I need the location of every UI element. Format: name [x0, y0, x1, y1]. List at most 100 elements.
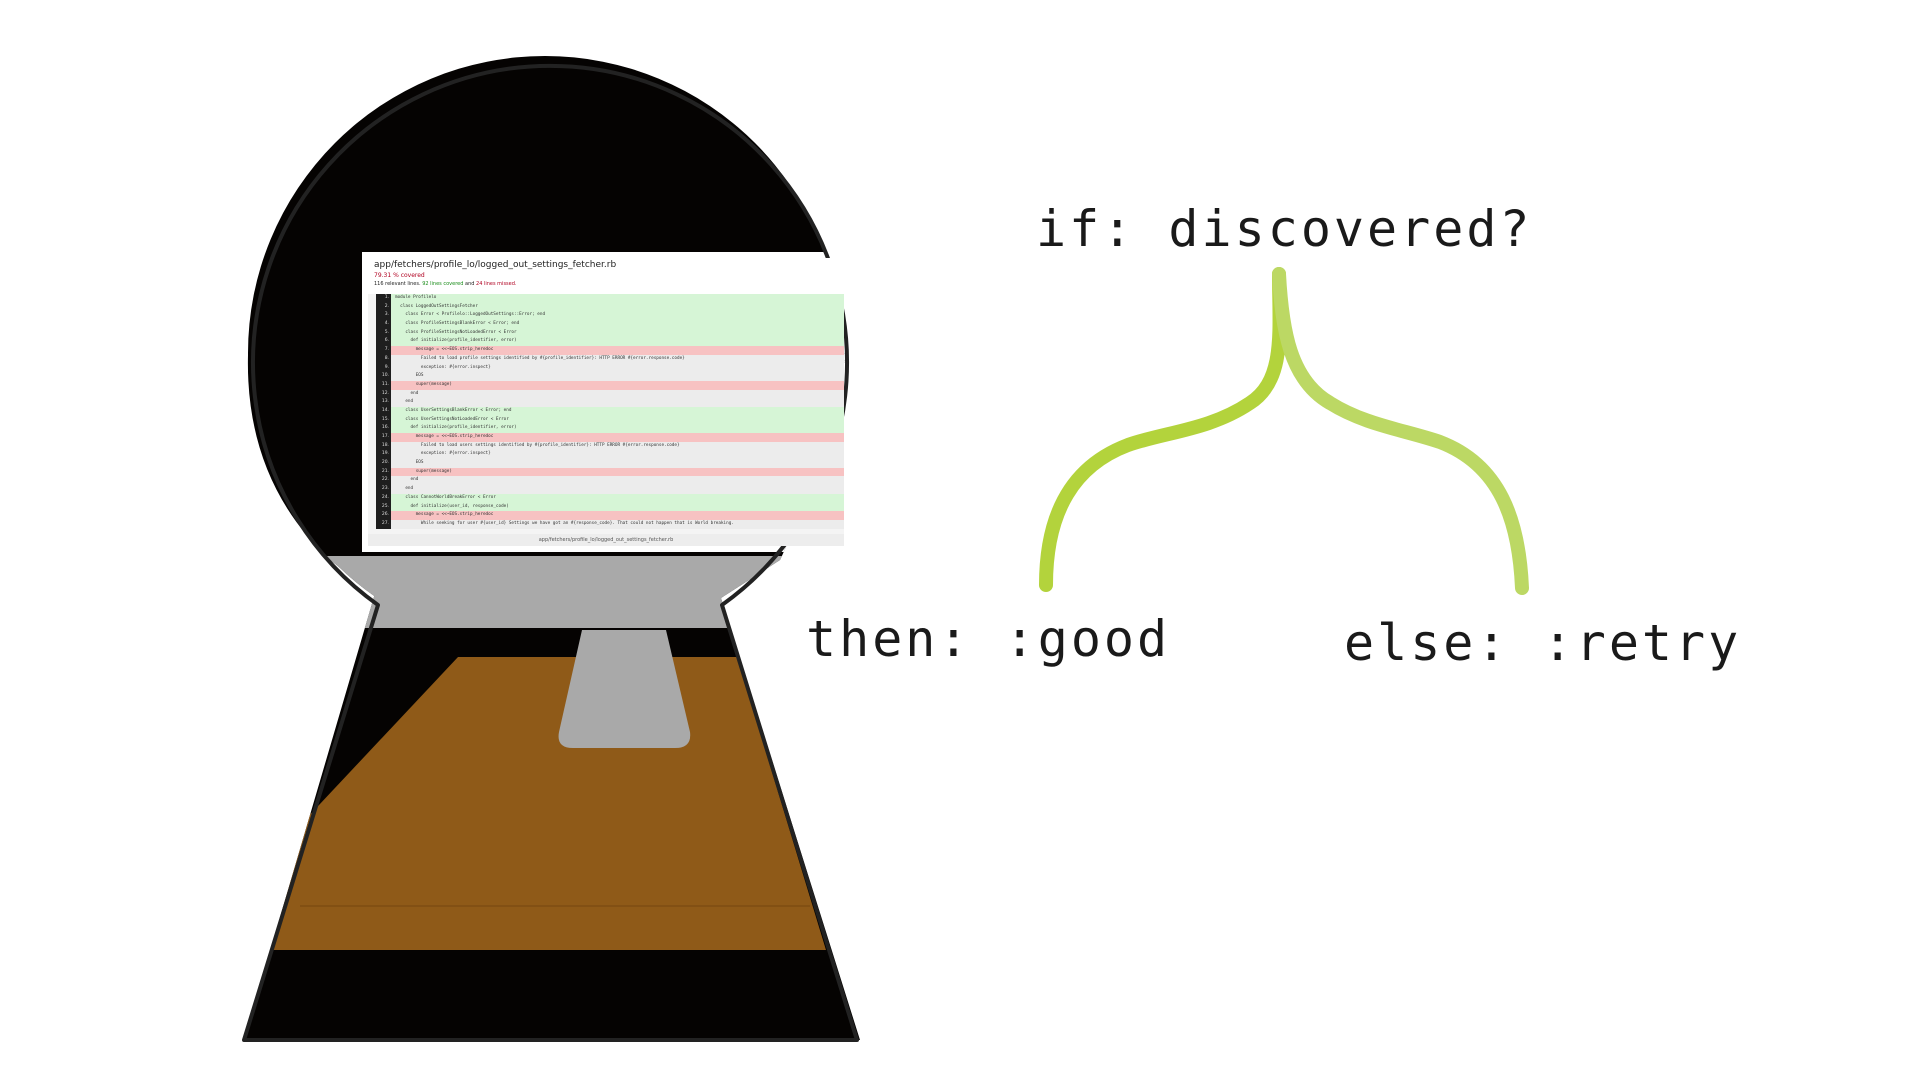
summary-covered: 92 lines covered — [422, 281, 464, 287]
line-number: 26. — [376, 511, 391, 520]
line-source: While seeking for user #{user_id} Settin… — [395, 520, 734, 526]
code-line: 12. end — [376, 389, 844, 399]
code-line: 16. def initialize(profile_identifier, e… — [376, 424, 844, 433]
report-file-path: app/fetchers/profile_lo/logged_out_setti… — [374, 260, 617, 270]
line-number: 24. — [376, 493, 391, 503]
code-line: 2. class LoggedOutSettingsFetcher — [376, 302, 844, 312]
line-number: 4. — [376, 320, 391, 329]
line-number: 27. — [376, 519, 391, 529]
report-footer: app/fetchers/profile_lo/logged_out_setti… — [368, 534, 844, 546]
line-number: 5. — [376, 328, 391, 338]
code-line: 5. class ProfileSettingsNotLoadedError <… — [376, 328, 844, 338]
code-line: 10. EOS — [376, 372, 844, 381]
summary-missed: 24 lines missed. — [476, 281, 517, 287]
code-line: 21. super(message) — [376, 467, 844, 477]
line-number: 13. — [376, 398, 391, 407]
line-source: message = <<~EOS.strip_heredoc — [395, 512, 494, 518]
line-source: class CannotWorldBreakError < Error — [395, 494, 496, 500]
line-number: 3. — [376, 311, 391, 321]
line-number: 9. — [376, 363, 391, 373]
report-summary: 116 relevant lines. 92 lines covered and… — [374, 280, 838, 289]
line-source: end — [395, 390, 419, 396]
report-header: app/fetchers/profile_lo/logged_out_setti… — [368, 258, 844, 294]
line-source: message = <<~EOS.strip_heredoc — [395, 347, 494, 353]
then-branch — [1039, 267, 1287, 592]
line-source: class Error < Profilelo::LoggedOutSettin… — [395, 312, 546, 318]
code-line: 23. end — [376, 485, 844, 494]
then-label: then: :good — [806, 610, 1171, 668]
code-line: 6. def initialize(profile_identifier, er… — [376, 337, 844, 347]
coverage-report: app/fetchers/profile_lo/logged_out_setti… — [368, 258, 844, 546]
code-line: 3. class Error < Profilelo::LoggedOutSet… — [376, 311, 844, 321]
line-number: 16. — [376, 424, 391, 433]
line-source: Failed to load users settings identified… — [395, 442, 680, 448]
line-source: module Profilelo — [395, 295, 437, 300]
code-line: 14. class UserSettingsBlankError < Error… — [376, 406, 844, 416]
code-line: 4. class ProfileSettingsBlankError < Err… — [376, 320, 844, 329]
line-source: def initialize(user_id, response_code) — [395, 503, 509, 509]
code-line: 20. EOS — [376, 459, 844, 468]
line-source: class UserSettingsNotLoadedError < Error — [395, 416, 509, 422]
line-source: class UserSettingsBlankError < Error; en… — [395, 407, 512, 413]
code-listing: 1. module Profilelo 2. class LoggedOutSett… — [376, 294, 844, 529]
monitor-chin — [300, 556, 800, 628]
code-line: 25. def initialize(user_id, response_cod… — [376, 502, 844, 512]
code-line: 27. While seeking for user #{user_id} Se… — [376, 519, 844, 529]
line-number: 6. — [376, 337, 391, 347]
line-number: 18. — [376, 441, 391, 451]
code-line: 15. class UserSettingsNotLoadedError < E… — [376, 415, 844, 425]
line-number: 14. — [376, 406, 391, 416]
line-number: 20. — [376, 459, 391, 468]
line-source: def initialize(profile_identifier, error… — [395, 425, 517, 431]
code-line: 13. end — [376, 398, 844, 407]
line-source: Failed to load profile settings identifi… — [395, 355, 685, 361]
line-number: 23. — [376, 485, 391, 494]
line-number: 11. — [376, 380, 391, 390]
code-line: 26. message = <<~EOS.strip_heredoc — [376, 511, 844, 520]
branch-brace — [1039, 267, 1529, 595]
line-number: 2. — [376, 302, 391, 312]
line-source: super(message) — [395, 468, 452, 474]
report-coverage-percent: 79.31 % covered — [374, 272, 425, 279]
code-line: 7. message = <<~EOS.strip_heredoc — [376, 346, 844, 355]
code-line: 11. super(message) — [376, 380, 844, 390]
else-branch — [1272, 267, 1529, 595]
line-source: class LoggedOutSettingsFetcher — [395, 303, 478, 309]
line-number: 12. — [376, 389, 391, 399]
code-line: 24. class CannotWorldBreakError < Error — [376, 493, 844, 503]
code-line: 18. Failed to load users settings identi… — [376, 441, 844, 451]
line-source: EOS — [395, 460, 424, 466]
line-number: 17. — [376, 433, 391, 442]
line-source: class ProfileSettingsNotLoadedError < Er… — [395, 329, 517, 335]
line-source: exception: #{error.inspect} — [395, 451, 491, 457]
code-line: 9. exception: #{error.inspect} — [376, 363, 844, 373]
line-number: 21. — [376, 467, 391, 477]
summary-and: and — [465, 281, 475, 287]
code-line: 1. module Profilelo — [376, 294, 844, 303]
line-source: end — [395, 486, 414, 492]
line-number: 15. — [376, 415, 391, 425]
line-source: exception: #{error.inspect} — [395, 364, 491, 370]
summary-relevant: 116 relevant lines. — [374, 281, 421, 287]
else-label: else: :retry — [1344, 614, 1742, 672]
line-source: class ProfileSettingsBlankError < Error;… — [395, 321, 520, 327]
line-number: 7. — [376, 346, 391, 355]
line-number: 10. — [376, 372, 391, 381]
code-line: 17. message = <<~EOS.strip_heredoc — [376, 433, 844, 442]
code-line: 22. end — [376, 476, 844, 486]
condition-label: if: discovered? — [1036, 200, 1533, 258]
line-source: def initialize(profile_identifier, error… — [395, 338, 517, 344]
line-number: 1. — [376, 294, 391, 303]
line-source: end — [395, 399, 414, 405]
line-number: 25. — [376, 502, 391, 512]
code-line: 19. exception: #{error.inspect} — [376, 450, 844, 460]
line-source: message = <<~EOS.strip_heredoc — [395, 434, 494, 439]
line-source: super(message) — [395, 381, 452, 387]
line-source: end — [395, 477, 419, 483]
code-line: 8. Failed to load profile settings ident… — [376, 354, 844, 364]
line-number: 8. — [376, 354, 391, 364]
monitor-stand — [558, 630, 691, 748]
line-number: 22. — [376, 476, 391, 486]
line-number: 19. — [376, 450, 391, 460]
